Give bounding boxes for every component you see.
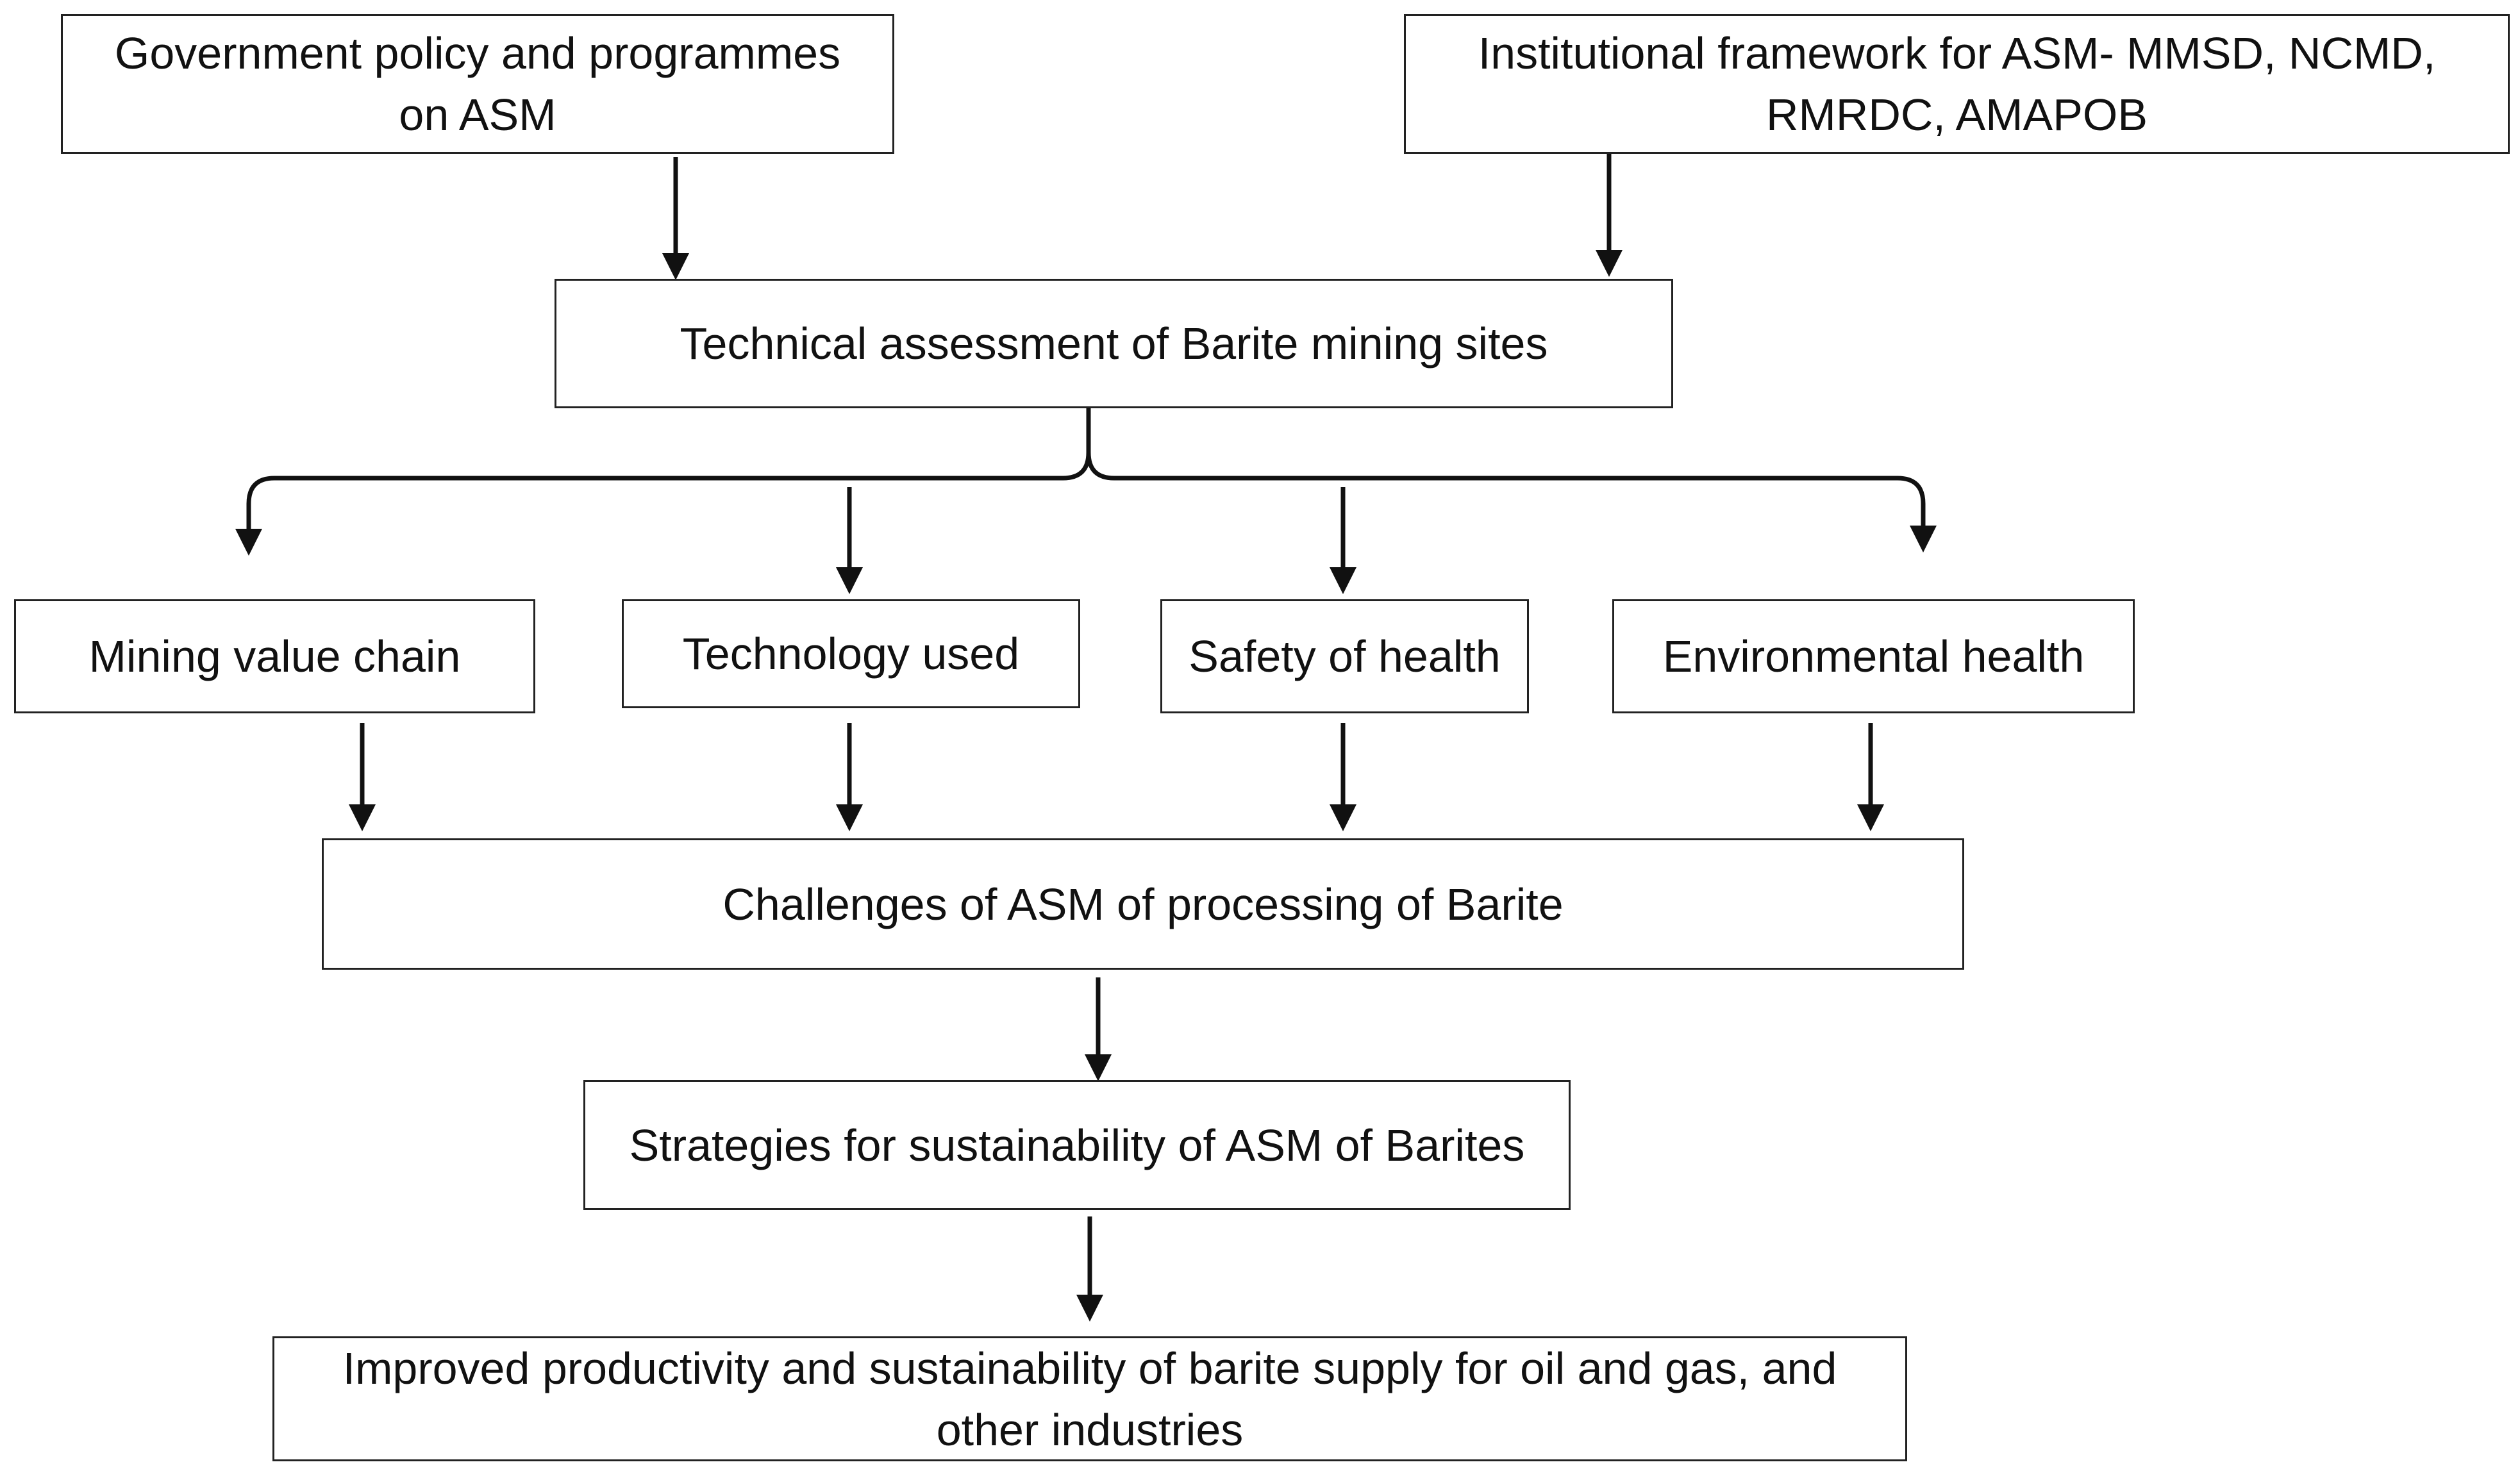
mining-value-chain-box: Mining value chain (14, 599, 535, 713)
technical-assessment-box: Technical assessment of Barite mining si… (555, 279, 1673, 408)
institutional-framework-box: Institutional framework for ASM- MMSD, N… (1404, 14, 2510, 154)
institutional-framework-label: Institutional framework for ASM- MMSD, N… (1478, 28, 2436, 140)
branch-brace (235, 408, 1091, 556)
government-policy-box: Government policy and programmes on ASM (61, 14, 894, 154)
challenges-label: Challenges of ASM of processing of Barit… (722, 879, 1564, 929)
branch-brace-right (1086, 452, 1937, 552)
strategies-box: Strategies for sustainability of ASM of … (583, 1080, 1571, 1210)
technology-used-box: Technology used (622, 599, 1080, 708)
strategies-label: Strategies for sustainability of ASM of … (629, 1120, 1525, 1170)
challenges-box: Challenges of ASM of processing of Barit… (322, 838, 1964, 970)
environmental-health-box: Environmental health (1612, 599, 2135, 713)
technology-used-label: Technology used (682, 629, 1020, 679)
government-policy-label: Government policy and programmes on ASM (114, 28, 841, 140)
environmental-health-label: Environmental health (1662, 631, 2085, 681)
outcome-label: Improved productivity and sustainability… (342, 1343, 1837, 1455)
safety-of-health-label: Safety of health (1189, 631, 1501, 681)
mining-value-chain-label: Mining value chain (88, 631, 461, 681)
outcome-box: Improved productivity and sustainability… (272, 1336, 1907, 1461)
safety-of-health-box: Safety of health (1160, 599, 1529, 713)
technical-assessment-label: Technical assessment of Barite mining si… (680, 319, 1548, 369)
